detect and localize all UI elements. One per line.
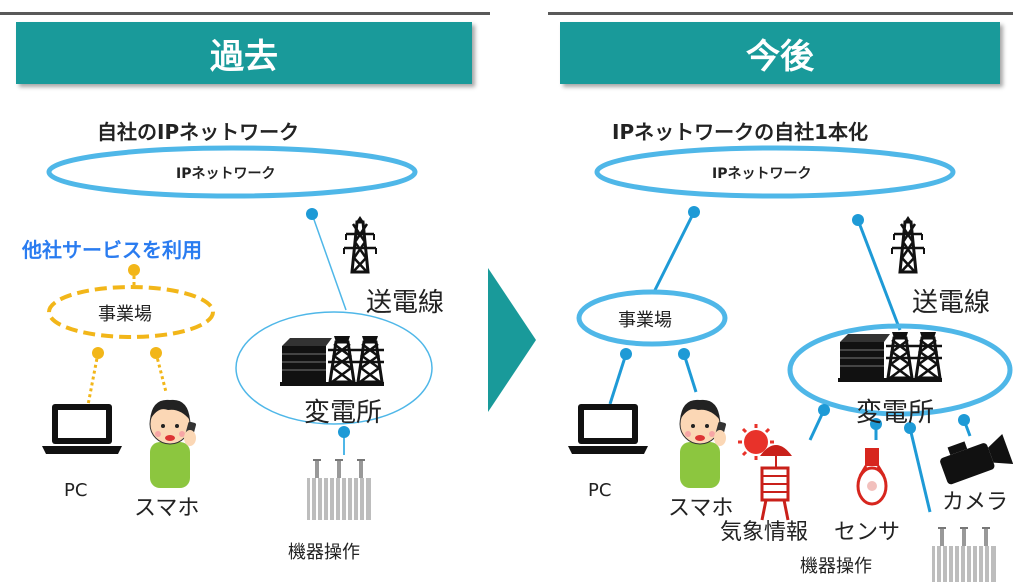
top-divider	[0, 0, 1013, 15]
past-title: 自社のIPネットワーク	[97, 120, 300, 144]
past-pc-label: PC	[64, 480, 88, 501]
future-phone-label: スマホ	[668, 496, 734, 521]
future-substation-label: 変電所	[856, 398, 935, 428]
past-network-label: IPネットワーク	[176, 166, 276, 182]
past-header: 過去	[16, 22, 472, 84]
future-equipment-label: 機器操作	[800, 556, 872, 577]
future-camera-label: カメラ	[942, 490, 1009, 515]
past-other-service-label: 他社サービスを利用	[22, 238, 202, 262]
past-office-label: 事業場	[98, 304, 152, 325]
past-transmission-label: 送電線	[366, 288, 445, 318]
future-office-label: 事業場	[618, 310, 672, 331]
past-substation-label: 変電所	[304, 398, 383, 428]
future-title: IPネットワークの自社1本化	[612, 120, 869, 144]
future-sensor-label: センサ	[834, 520, 901, 545]
past-phone-label: スマホ	[134, 496, 200, 521]
future-pc-label: PC	[588, 480, 612, 501]
future-network-label: IPネットワーク	[712, 166, 812, 182]
past-equipment-label: 機器操作	[288, 542, 360, 563]
future-transmission-label: 送電線	[912, 288, 991, 318]
future-weather-label: 気象情報	[720, 520, 809, 545]
future-header: 今後	[560, 22, 1000, 84]
